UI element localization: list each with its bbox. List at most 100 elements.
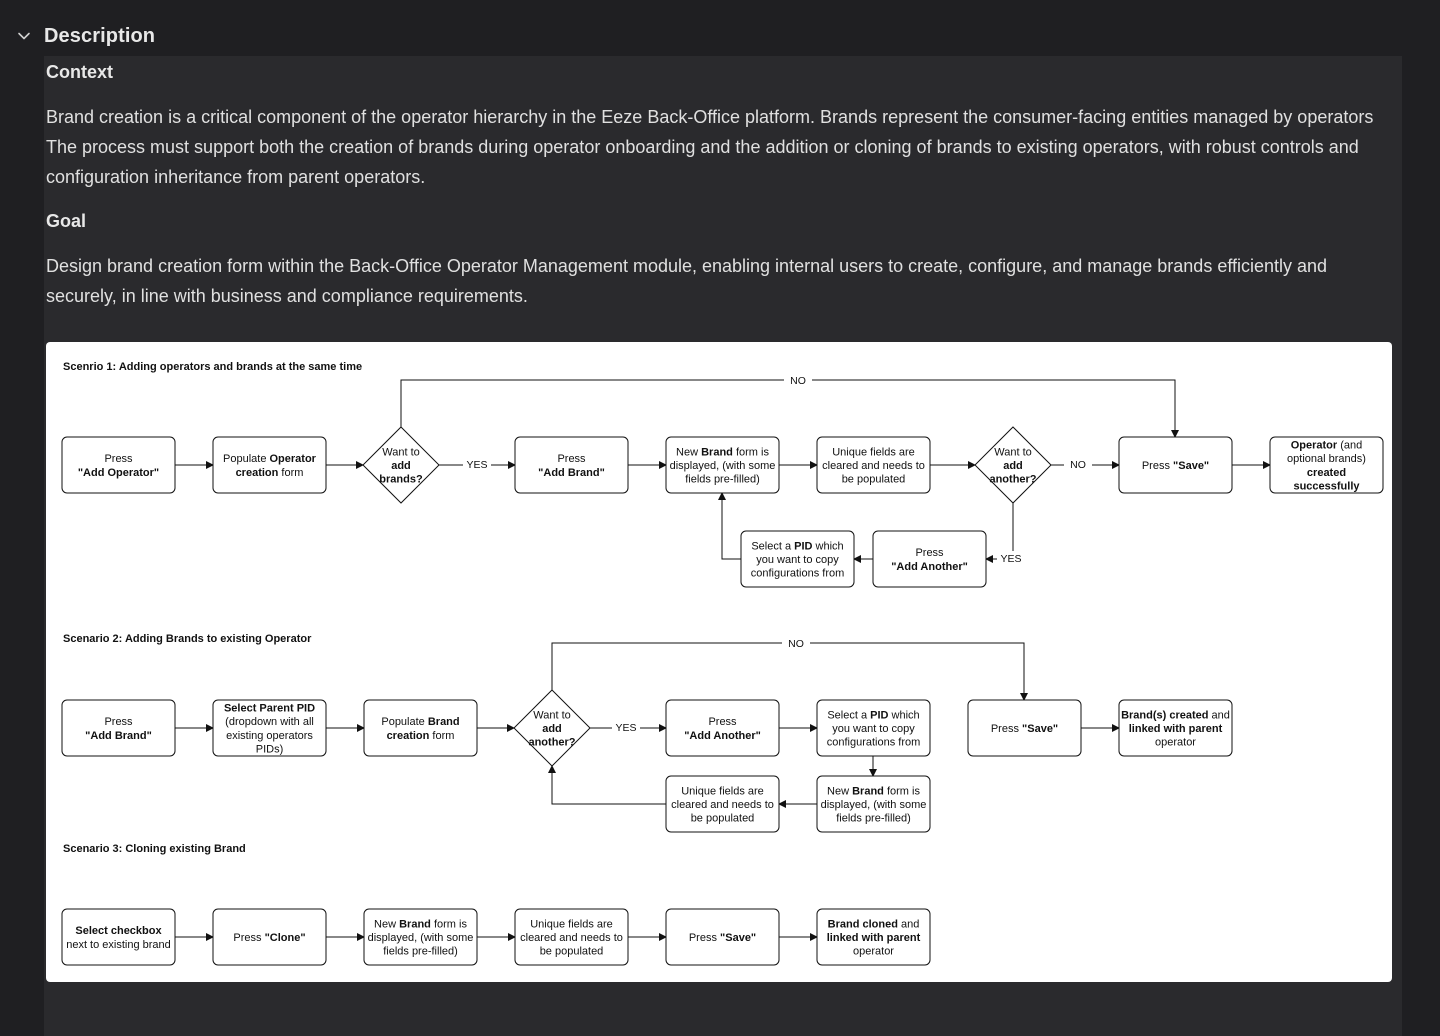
s1-want-add-another bbox=[974, 426, 1052, 504]
svg-text:Unique fields are: Unique fields are bbox=[530, 918, 613, 930]
svg-text:be populated: be populated bbox=[691, 813, 755, 825]
s2-press-add-brand bbox=[61, 699, 176, 757]
s1-top-no-label-bg bbox=[784, 373, 812, 386]
s1-select-pid bbox=[740, 530, 855, 588]
svg-text:cleared and needs to: cleared and needs to bbox=[671, 799, 774, 811]
svg-text:Want to: Want to bbox=[533, 709, 571, 721]
s3-press-clone bbox=[212, 908, 327, 966]
svg-text:New Brand form is: New Brand form is bbox=[374, 918, 467, 930]
svg-text:Select a PID which: Select a PID which bbox=[751, 540, 843, 552]
svg-text:Press "Save": Press "Save" bbox=[689, 932, 756, 944]
svg-text:Press: Press bbox=[915, 547, 944, 559]
svg-text:add: add bbox=[1003, 460, 1023, 472]
svg-text:Select a PID which: Select a PID which bbox=[827, 709, 919, 721]
s3-unique-fields bbox=[514, 908, 629, 966]
s1-press-add-operator bbox=[61, 436, 176, 494]
svg-text:another?: another? bbox=[528, 737, 575, 749]
svg-text:existing operators: existing operators bbox=[226, 730, 313, 742]
chevron-down-icon[interactable] bbox=[14, 26, 34, 46]
svg-text:New Brand form is: New Brand form is bbox=[676, 446, 769, 458]
s2-press-add-another bbox=[665, 699, 780, 757]
s1-top-no-label: NO bbox=[790, 375, 806, 387]
svg-text:configurations from: configurations from bbox=[751, 568, 845, 580]
svg-text:you want to copy: you want to copy bbox=[832, 723, 915, 735]
svg-text:displayed, (with some: displayed, (with some bbox=[368, 932, 474, 944]
s1-press-save-text: Press "Save" bbox=[1142, 460, 1209, 472]
s1-yes-label: YES bbox=[466, 459, 487, 471]
flow-diagram-svg: Scenrio 1: Adding operators and brands a… bbox=[61, 361, 1384, 966]
s2-yes-label-bg bbox=[612, 720, 640, 733]
s2-select-parent-pid bbox=[212, 699, 327, 757]
s2-top-no-label: NO bbox=[788, 638, 804, 650]
svg-text:Brand(s) created and: Brand(s) created and bbox=[1121, 709, 1230, 721]
svg-text:Select Parent PID: Select Parent PID bbox=[224, 703, 315, 715]
goal-heading: Goal bbox=[46, 211, 87, 231]
svg-text:Select checkbox: Select checkbox bbox=[75, 925, 162, 937]
svg-text:Unique fields are: Unique fields are bbox=[681, 785, 764, 797]
s2-top-no-label-bg bbox=[782, 636, 810, 649]
s3-new-brand-form-text: New Brand form is displayed, (with some fi… bbox=[368, 918, 474, 957]
svg-text:successfully: successfully bbox=[1293, 480, 1360, 492]
svg-text:Press "Clone": Press "Clone" bbox=[233, 932, 305, 944]
svg-text:"Add Another": "Add Another" bbox=[891, 561, 968, 573]
s1-yes-label-2: YES bbox=[1000, 553, 1021, 565]
description-section-toggle[interactable]: Description bbox=[14, 20, 155, 52]
s2-want-add-another bbox=[513, 689, 591, 767]
s3-select-checkbox bbox=[61, 908, 176, 966]
s2-select-pid bbox=[816, 699, 931, 757]
svg-text:cleared and needs to: cleared and needs to bbox=[520, 932, 623, 944]
s1-want-add-brands bbox=[362, 426, 440, 504]
svg-text:fields pre-filled): fields pre-filled) bbox=[383, 946, 458, 958]
svg-text:configurations from: configurations from bbox=[827, 737, 921, 749]
s1-new-brand-form bbox=[665, 436, 780, 494]
section-title: Description bbox=[44, 24, 156, 47]
scenario1-title: Scenrio 1: Adding operators and brands a… bbox=[63, 361, 362, 373]
s2-unique-fields bbox=[665, 775, 780, 833]
s3-new-brand-form bbox=[363, 908, 478, 966]
svg-text:Press: Press bbox=[708, 716, 737, 728]
s2-press-save bbox=[967, 699, 1082, 757]
s1-no-label-bg bbox=[1064, 457, 1092, 470]
s1-operator-created bbox=[1269, 436, 1384, 494]
svg-text:be populated: be populated bbox=[540, 946, 604, 958]
svg-text:be populated: be populated bbox=[842, 474, 906, 486]
svg-text:fields pre-filled): fields pre-filled) bbox=[685, 474, 760, 486]
context-heading: Context bbox=[46, 62, 113, 82]
s2-press-add-another-text: Press"Add Another" bbox=[684, 716, 761, 742]
svg-text:add: add bbox=[542, 723, 562, 735]
scenario3-title: Scenario 3: Cloning existing Brand bbox=[63, 843, 246, 855]
svg-text:brands?: brands? bbox=[379, 474, 423, 486]
s2-arrow-back-up bbox=[548, 765, 666, 805]
svg-text:creation form: creation form bbox=[236, 467, 304, 479]
s1-arrow-yes-down bbox=[985, 503, 1014, 563]
svg-text:Populate Operator: Populate Operator bbox=[223, 453, 317, 465]
s3-press-save-text: Press "Save" bbox=[689, 932, 756, 944]
svg-text:Unique fields are: Unique fields are bbox=[832, 446, 915, 458]
s2-yes-label: YES bbox=[615, 722, 636, 734]
s2-select-pid-text: Select a PID which you want to copy config… bbox=[827, 709, 921, 748]
svg-text:linked with parent: linked with parent bbox=[827, 932, 921, 944]
s2-press-add-brand-text: Press"Add Brand" bbox=[85, 716, 152, 742]
svg-text:Want to: Want to bbox=[994, 446, 1032, 458]
s3-brand-cloned bbox=[816, 908, 931, 966]
s3-unique-fields-text: Unique fields are cleared and needs to be … bbox=[520, 918, 623, 957]
svg-text:Operator (and: Operator (and bbox=[1291, 440, 1363, 452]
s1-press-save bbox=[1118, 436, 1233, 494]
goal-body: Design brand creation form within the Ba… bbox=[46, 256, 1328, 306]
s1-arrow-pid-up bbox=[718, 492, 741, 560]
svg-text:cleared and needs to: cleared and needs to bbox=[822, 460, 925, 472]
svg-text:"Add Brand": "Add Brand" bbox=[85, 730, 152, 742]
svg-text:"Add Brand": "Add Brand" bbox=[538, 467, 605, 479]
svg-text:"Add Operator": "Add Operator" bbox=[78, 467, 159, 479]
svg-text:creation form: creation form bbox=[387, 730, 455, 742]
s1-unique-fields-text: Unique fields are cleared and needs to be … bbox=[822, 446, 925, 485]
s1-loop-no bbox=[400, 379, 1179, 438]
s1-yes-label-2-bg bbox=[997, 551, 1025, 564]
s2-unique-fields-text: Unique fields are cleared and needs to be … bbox=[671, 785, 774, 824]
